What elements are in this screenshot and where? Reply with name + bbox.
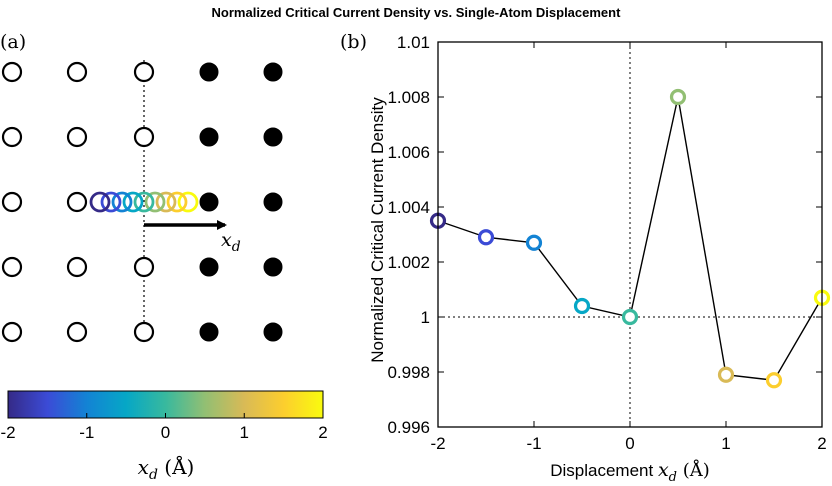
data-point — [573, 297, 591, 315]
y-tick-label: 1.004 — [387, 198, 430, 217]
filled-atom — [199, 127, 219, 147]
data-point — [621, 308, 639, 326]
open-atom — [66, 256, 88, 278]
filled-atom — [199, 322, 219, 342]
open-atom — [66, 321, 88, 343]
displaced-atom-marker — [111, 191, 133, 213]
displaced-atom-marker — [89, 191, 111, 213]
panel-b-label: (b) — [340, 31, 367, 53]
arrow-label: xd — [221, 229, 241, 255]
open-atom — [66, 126, 88, 148]
filled-atom — [199, 192, 219, 212]
displaced-atom-marker — [122, 191, 144, 213]
x-tick-label: 2 — [817, 434, 826, 453]
open-atom — [133, 126, 155, 148]
open-atom — [1, 126, 23, 148]
filled-atom — [263, 257, 283, 277]
colorbar-tick-label: -2 — [0, 423, 15, 442]
colorbar-tick-label: 1 — [240, 423, 249, 442]
displaced-atom-marker — [155, 191, 177, 213]
panel-a: (a) xd -2 -1 0 1 2 xd (Å) — [0, 31, 328, 483]
plot-area: 0.996 0.998 1 1.002 1.004 1.006 1.008 1.01 -2 -1 0… — [387, 33, 831, 453]
displaced-atom-positions — [89, 191, 199, 213]
data-point — [717, 366, 735, 383]
data-point — [477, 229, 495, 246]
open-atom — [66, 61, 88, 83]
data-point — [765, 372, 783, 389]
filled-atom — [199, 257, 219, 277]
open-atom — [133, 61, 155, 83]
open-atom — [133, 321, 155, 343]
filled-atom — [199, 62, 219, 82]
x-tick-label: -1 — [526, 434, 541, 453]
filled-atom — [263, 322, 283, 342]
colorbar-ticks: -2 -1 0 1 2 — [0, 413, 328, 442]
open-atom — [66, 191, 88, 213]
filled-atom — [263, 62, 283, 82]
y-tick-label: 0.998 — [387, 363, 430, 382]
y-tick-label: 1.002 — [387, 253, 430, 272]
colorbar-tick-label: -1 — [79, 423, 94, 442]
x-axis-title: Displacement xd (Å) — [550, 459, 710, 485]
y-tick-label: 1.01 — [397, 33, 430, 52]
panel-a-label: (a) — [0, 31, 26, 53]
displaced-atom-marker — [144, 191, 166, 213]
open-atom — [133, 256, 155, 278]
open-atom — [1, 256, 23, 278]
displaced-atom-marker — [166, 191, 188, 213]
y-axis-title: Normalized Critical Current Density — [368, 97, 387, 363]
data-point — [669, 88, 687, 106]
colorbar-tick-label: 0 — [161, 423, 170, 442]
figure-title: Normalized Critical Current Density vs. … — [212, 5, 622, 20]
x-tick-label: 1 — [721, 434, 730, 453]
plot-frame — [437, 41, 823, 428]
x-tick-label: 0 — [625, 434, 634, 453]
y-tick-label: 1.008 — [387, 88, 430, 107]
x-tick-label: -2 — [430, 434, 445, 453]
displaced-atom-marker — [177, 191, 199, 213]
y-tick-label: 1.006 — [387, 143, 430, 162]
atom-lattice — [1, 61, 283, 343]
colorbar-tick-label: 2 — [318, 423, 327, 442]
displaced-atom-marker — [100, 191, 122, 213]
colorbar-label: xd (Å) — [138, 454, 195, 483]
y-tick-label: 0.996 — [387, 418, 430, 437]
panel-b: (b) Normalized Critical Current Density … — [340, 31, 831, 485]
filled-atom — [263, 127, 283, 147]
open-atom — [1, 191, 23, 213]
y-tick-label: 1 — [421, 308, 430, 327]
open-atom — [1, 61, 23, 83]
filled-atom — [263, 192, 283, 212]
data-point — [525, 234, 543, 251]
displaced-atom-marker — [133, 191, 155, 213]
open-atom — [1, 321, 23, 343]
